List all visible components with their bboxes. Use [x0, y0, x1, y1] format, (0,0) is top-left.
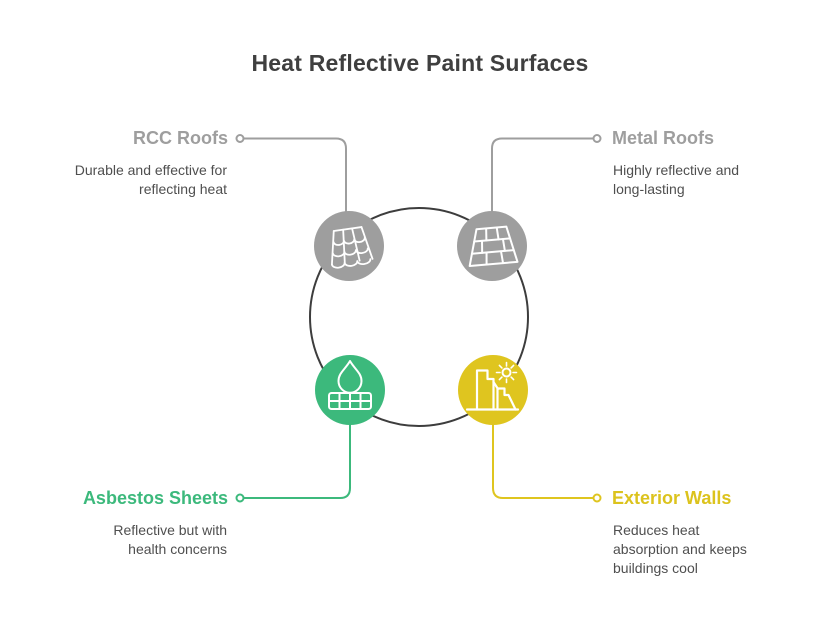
node-badge-exterior-walls [458, 355, 528, 425]
flame-sheet-icon [328, 360, 372, 410]
node-label-metal-roofs: Metal Roofs [612, 128, 715, 148]
node-label-asbestos-sheets: Asbestos Sheets [82, 488, 228, 508]
connector-dot-asbestos-sheets [235, 493, 245, 503]
node-label-exterior-walls: Exterior Walls [612, 488, 732, 508]
badge-circle [314, 211, 384, 281]
badge-circle [457, 211, 527, 281]
connector-line-metal-roofs [491, 137, 593, 216]
center-ring [309, 207, 529, 427]
node-badge-asbestos-sheets [315, 355, 385, 425]
node-desc-metal-roofs: Highly reflective and long-lasting [613, 162, 740, 197]
connector-dot-rcc-roofs [235, 134, 245, 143]
sun-wall-icon [465, 361, 520, 411]
badge-circle [315, 355, 385, 425]
page-title: Heat Reflective Paint Surfaces [251, 50, 589, 76]
connector-line-asbestos-sheets [244, 422, 351, 499]
sun-rays [495, 361, 518, 384]
tiled-roof-icon [331, 226, 374, 269]
node-badge-rcc-roofs [314, 211, 384, 281]
connector-line-rcc-roofs [244, 137, 347, 216]
connector-lines [235, 134, 602, 503]
node-desc-asbestos-sheets: Reflective but with health concerns [113, 522, 227, 557]
connector-dot-metal-roofs [592, 134, 602, 143]
node-desc-rcc-roofs: Durable and effective for reflecting hea… [74, 162, 227, 197]
connector-line-exterior-walls [492, 422, 593, 499]
node-desc-exterior-walls: Reduces heat absorption and keeps buildi… [613, 522, 747, 576]
node-badge-metal-roofs [457, 211, 527, 281]
connector-dot-exterior-walls [592, 493, 602, 503]
node-label-rcc-roofs: RCC Roofs [133, 128, 228, 148]
metal-roof-icon [468, 225, 519, 268]
